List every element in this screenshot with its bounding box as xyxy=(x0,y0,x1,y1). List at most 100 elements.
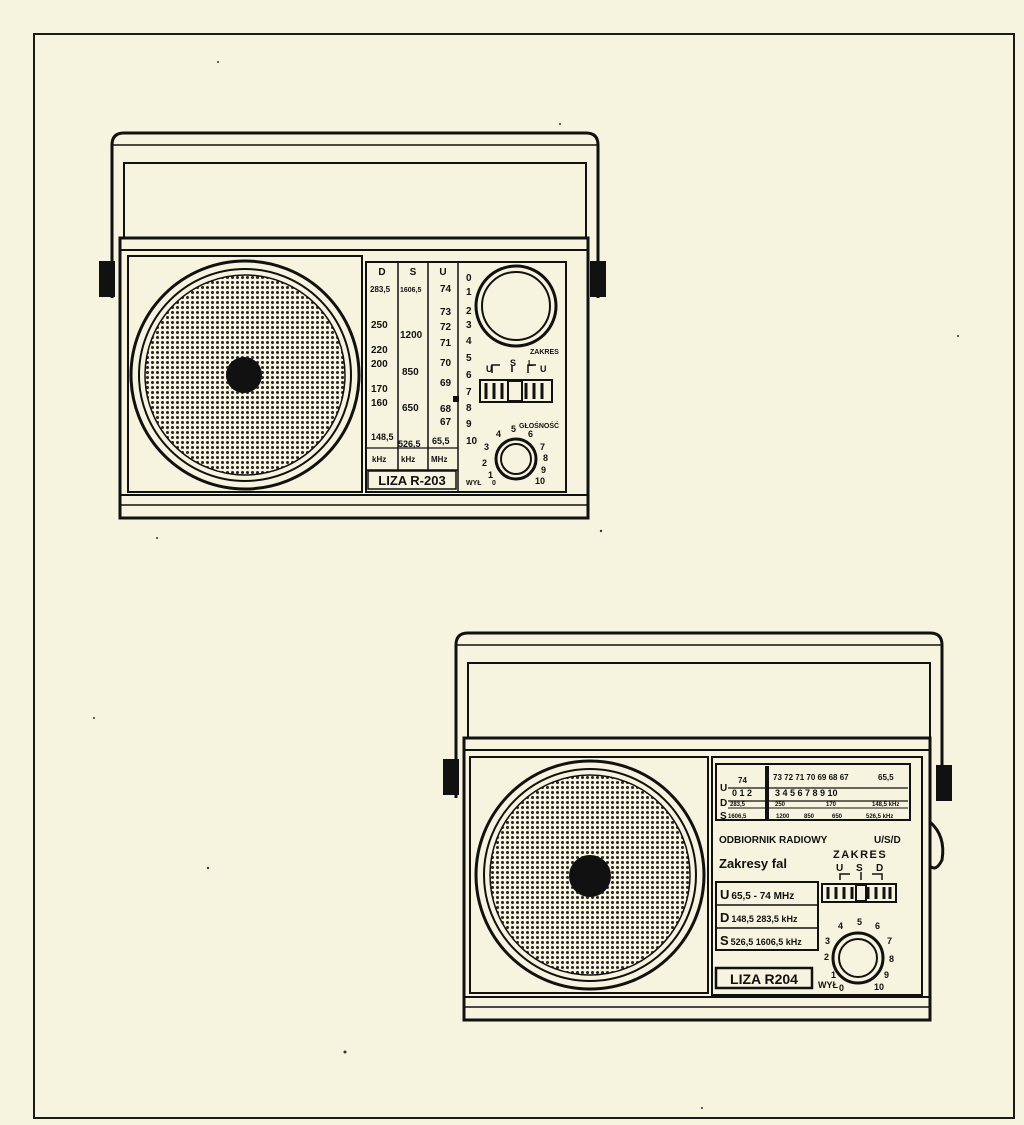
r203-dial-number: 10 xyxy=(466,436,478,447)
r204-s-tick: 850 xyxy=(804,814,815,820)
r204-dial-left: 0 1 2 xyxy=(732,788,752,798)
r203-volume-scale: 1 2 3 4 5 6 7 8 9 10 xyxy=(482,424,548,486)
r204-u-tick: 65,5 xyxy=(878,773,894,782)
r204-zakres-pos: S xyxy=(856,863,863,874)
r203-dial-number: 3 xyxy=(466,320,472,331)
r203-d-tick: 160 xyxy=(371,398,388,409)
r203-u-tick: 72 xyxy=(440,322,452,333)
r204-zakres-pos: D xyxy=(876,863,883,874)
r204-d-tick: 148,5 kHz xyxy=(872,802,899,808)
r203-d-tick: 170 xyxy=(371,384,388,395)
print-specks xyxy=(93,61,959,1109)
r203-volume-number: 4 xyxy=(496,429,501,439)
r204-s-tick: 1606,5 xyxy=(728,814,747,820)
r204-volume-number: 2 xyxy=(824,952,829,962)
r203-dial-number: 7 xyxy=(466,387,472,398)
r204-volume-number: 3 xyxy=(825,936,830,946)
r204-u-tick: 73 72 71 70 69 68 67 xyxy=(773,773,849,782)
r204-s-tick: 650 xyxy=(832,814,843,820)
r203-dial-number: 4 xyxy=(466,336,472,347)
r203-d-tick: 283,5 xyxy=(370,285,391,294)
r204-zakres-label: ZAKRES xyxy=(833,849,887,861)
r203-u-tick: 69 xyxy=(440,378,452,389)
r203-volume-number: 5 xyxy=(511,424,516,434)
r204-title: ODBIORNIK RADIOWY xyxy=(719,835,828,846)
radio-liza-r203 xyxy=(99,131,606,520)
r203-s-tick: 1606,5 xyxy=(400,287,422,294)
r204-volume-scale: 1 2 3 4 5 6 7 8 9 10 xyxy=(824,917,894,992)
tuning-knob[interactable] xyxy=(474,264,558,348)
illustration-frame xyxy=(33,33,1015,1119)
r203-u-tick: 65,5 xyxy=(432,436,450,446)
r204-volume-number: 5 xyxy=(857,917,862,927)
r204-d-tick: 283,5 xyxy=(730,802,746,808)
r203-unit: kHz xyxy=(401,455,415,464)
r204-zakresy-title: Zakresy fal xyxy=(719,856,787,871)
r203-unit: MHz xyxy=(431,455,447,464)
r204-band-letter: S xyxy=(720,811,727,822)
r203-switch-pos: S xyxy=(510,358,516,368)
r203-dial-number: 1 xyxy=(466,287,472,298)
r203-volume-number: 1 xyxy=(488,470,493,480)
r204-band-letter: U xyxy=(720,783,727,794)
r203-switch-pos: U xyxy=(486,364,493,374)
band-table xyxy=(715,881,819,951)
r204-volume-number: 1 xyxy=(831,970,836,980)
speaker-logo xyxy=(569,855,611,897)
r203-unit: kHz xyxy=(372,455,386,464)
r203-s-tick: 1200 xyxy=(400,330,423,341)
radio-liza-r204 xyxy=(443,631,952,1022)
r203-u-tick: 74 xyxy=(440,284,452,295)
r204-s-tick: 526,5 kHz xyxy=(866,814,893,820)
r204-volume-number: 10 xyxy=(874,982,884,992)
r204-zakres-pos: U xyxy=(836,863,843,874)
r204-text: 74 73 72 71 70 69 68 67 65,5 0 1 2 3 4 5… xyxy=(719,773,901,993)
r203-volume-number: 6 xyxy=(528,429,533,439)
r203-dial-numbers: 0 1 2 3 4 5 6 7 8 9 10 xyxy=(466,273,478,447)
r204-volume-number: 4 xyxy=(838,921,843,931)
r203-dial-number: 5 xyxy=(466,353,472,364)
r203-volume-label: GŁOŚNOŚĆ xyxy=(519,421,559,430)
r204-band-letter: D xyxy=(720,798,727,809)
r203-u-tick: 73 xyxy=(440,307,452,318)
r204-volume-number: 6 xyxy=(875,921,880,931)
r204-s-tick: 1200 xyxy=(776,814,790,820)
volume-knob[interactable] xyxy=(494,437,538,481)
r204-off-label: WYŁ xyxy=(818,980,838,990)
r203-u-tick: 70 xyxy=(440,358,452,369)
r203-u-tick: 67 xyxy=(440,417,452,428)
r204-d-tick: 250 xyxy=(775,802,786,808)
r203-volume-number: 9 xyxy=(541,465,546,475)
r204-model-label: LIZA R204 xyxy=(730,971,798,987)
volume-knob[interactable] xyxy=(831,931,885,985)
r203-u-tick: 71 xyxy=(440,338,452,349)
r203-d-tick: 148,5 xyxy=(371,432,394,442)
r203-header-s: S xyxy=(410,267,417,278)
r203-off-zero: 0 xyxy=(492,480,496,487)
r203-u-tick: 68 xyxy=(440,404,452,415)
r204-off-zero: 0 xyxy=(839,983,844,993)
r203-volume-number: 3 xyxy=(484,442,489,452)
r203-off-label: WYŁ xyxy=(466,480,482,487)
r203-s-tick: 526,5 xyxy=(398,439,421,449)
r204-dial-right: 3 4 5 6 7 8 9 10 xyxy=(775,788,838,798)
r203-dial-number: 8 xyxy=(466,403,472,414)
r203-d-tick: 200 xyxy=(371,359,388,370)
r204-d-tick: 170 xyxy=(826,802,837,808)
r203-header-u: U xyxy=(439,267,446,278)
r203-switch-pos: L xyxy=(528,359,533,368)
r203-model-label: LIZA R-203 xyxy=(378,473,445,488)
r204-volume-number: 9 xyxy=(884,970,889,980)
r203-switch-pos: U xyxy=(540,364,547,374)
r203-volume-number: 7 xyxy=(540,442,545,452)
r204-bands-code: U/S/D xyxy=(874,835,901,846)
r204-volume-number: 7 xyxy=(887,936,892,946)
r203-dial-number: 6 xyxy=(466,370,472,381)
r203-zakres-label: ZAKRES xyxy=(530,349,559,356)
r203-s-tick: 850 xyxy=(402,367,419,378)
r204-volume-number: 8 xyxy=(889,954,894,964)
